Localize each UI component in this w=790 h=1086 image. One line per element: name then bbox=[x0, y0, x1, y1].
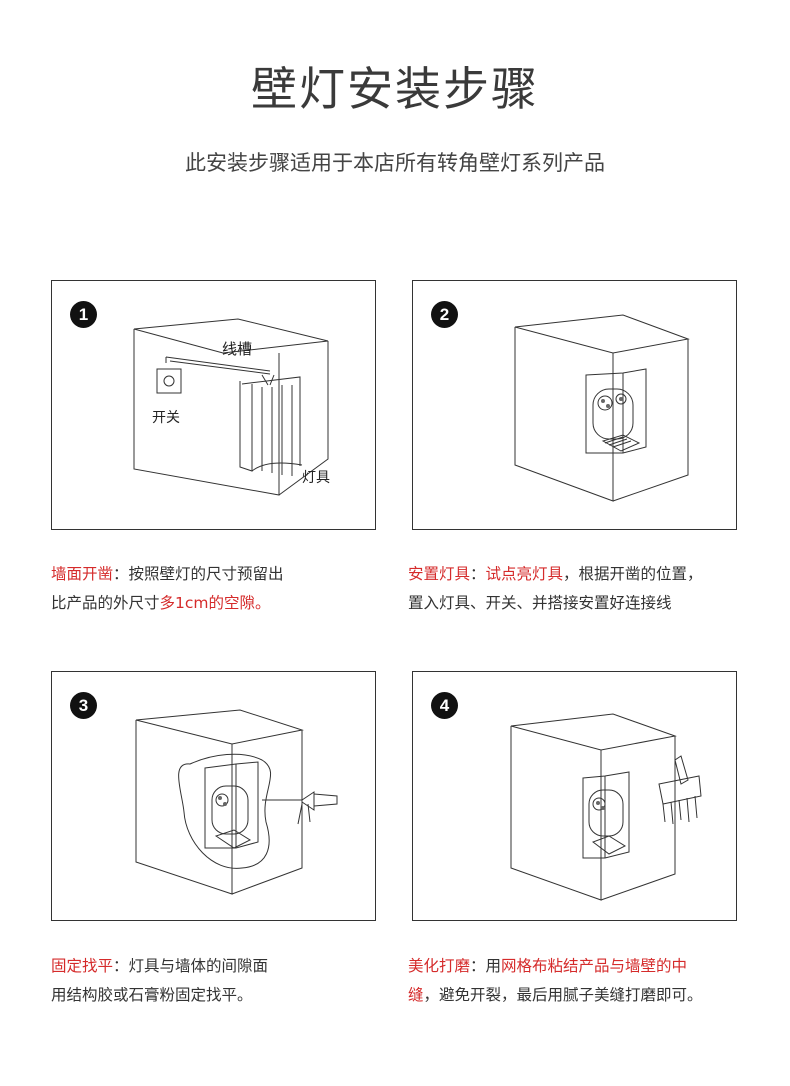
step-heading: 固定找平 bbox=[51, 957, 114, 975]
wall-channel-drawing bbox=[133, 318, 329, 496]
sealing-drawing bbox=[135, 709, 338, 895]
lamp-label: 灯具 bbox=[302, 470, 330, 486]
step-number-badge: 3 bbox=[70, 692, 97, 719]
step-4-illustration: 4 bbox=[412, 671, 737, 921]
page-subtitle: 此安装步骤适用于本店所有转角壁灯系列产品 bbox=[185, 151, 605, 175]
step-3-description: 固定找平：灯具与墙体的间隙面 用结构胶或石膏粉固定找平。 bbox=[51, 957, 269, 1004]
step-heading: 美化打磨 bbox=[408, 957, 471, 975]
step-1-illustration: 1 线槽 开关 灯具 bbox=[51, 280, 376, 530]
step-number-badge: 1 bbox=[70, 301, 97, 328]
step-heading: 安置灯具 bbox=[408, 565, 471, 583]
step-heading: 墙面开凿 bbox=[51, 565, 114, 583]
step-number-badge: 4 bbox=[431, 692, 458, 719]
step-3-illustration: 3 bbox=[51, 671, 376, 921]
finishing-drawing bbox=[510, 713, 702, 901]
switch-label: 开关 bbox=[152, 410, 180, 426]
step-2-description: 安置灯具：试点亮灯具，根据开凿的位置， 置入灯具、开关、并搭接安置好连接线 bbox=[408, 565, 703, 612]
page-title: 壁灯安装步骤 bbox=[251, 62, 539, 116]
channel-label: 线槽 bbox=[222, 340, 253, 358]
lamp-placement-drawing bbox=[514, 314, 690, 502]
step-2-illustration: 2 bbox=[412, 280, 737, 530]
step-1-description: 墙面开凿：按照壁灯的尺寸预留出 比产品的外尺寸多1cm的空隙。 bbox=[51, 565, 284, 612]
step-4-description: 美化打磨：用网格布粘结产品与墙壁的中 缝，避免开裂，最后用腻子美缝打磨即可。 bbox=[408, 957, 703, 1004]
step-number-badge: 2 bbox=[431, 301, 458, 328]
